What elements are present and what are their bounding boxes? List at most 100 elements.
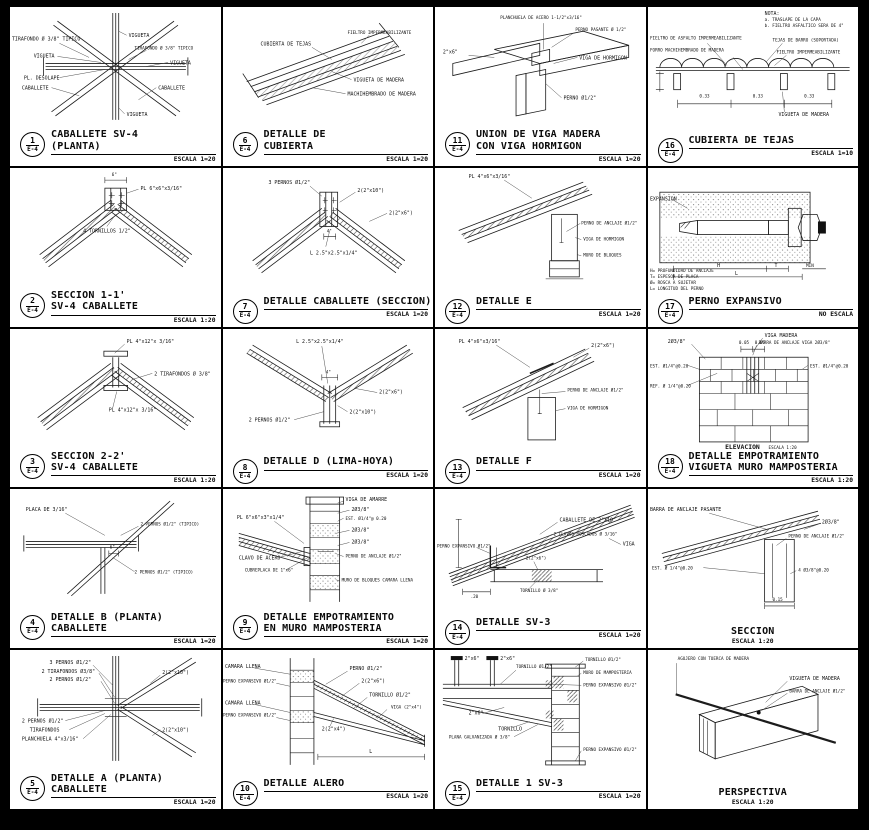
callout-label: PERNO DE ANCLAJE Ø1/2" (345, 553, 401, 560)
dim-label: L (369, 749, 372, 755)
callout-label: TIRAFONDO Ø 3/8" TIPICO (135, 44, 194, 51)
bottom-margin-strip (0, 830, 869, 837)
callout-label: CUBREPLACA DE 1"x6" (244, 568, 292, 574)
detail-scale: NO ESCALA (818, 310, 853, 318)
detail-cell-union-viga: PLANCHUELA DE ACERO 1-1/2"x3/16" PERNO P… (434, 6, 647, 167)
callout-label: L 2.5"x2.5"x1/4" (296, 339, 344, 345)
drawing-detalle-a-planta: 3 PERNOS Ø1/2" 2 TIRAFONDOS Ø3/8" 2 PERN… (22, 656, 203, 762)
detail-cell-detalle-1-sv3: 2"x6" 2"x6" TORNILLO Ø1/2" TORNILLO Ø1/2… (434, 649, 647, 810)
legend-line: L= LONGITUD DEL PERNO (649, 286, 703, 291)
title-rule (476, 469, 641, 471)
detail-title: PERNO EXPANSIVO (688, 295, 782, 307)
dim-label: T (774, 263, 777, 269)
callout-label: TORNILLO Ø1/2" (585, 656, 621, 663)
sub-caption-scale: ESCALA 1:20 (768, 445, 796, 451)
dim-label: 4" (325, 369, 330, 375)
drawing-detalle-e: PL 4"x6"x3/16" PERNO DE ANCLAJE Ø1/2" VI… (458, 174, 637, 279)
dim-label: H (717, 263, 720, 269)
callout-label: PERNO Ø1/2" (563, 95, 596, 102)
callout-label: 2 PERNOS Ø1/2" (50, 676, 92, 683)
detail-title: DETALLE EMPOTRAMIENTO (688, 451, 820, 463)
callout-label: EST. Ø 1/4"@0.20 (651, 565, 692, 572)
detail-cell-perspectiva: AGUJERO CON TUERCA DE MADERA VIGUETA DE … (646, 649, 859, 810)
callout-label: MURO DE MAMPOSTERIA (583, 670, 632, 676)
callout-label: FIELTRO IMPERMEABILIZANTE (776, 49, 840, 55)
callout-label: VIGA DE AMARRE (345, 497, 387, 503)
detail-title-2: EN MURO MAMPOSTERIA (263, 623, 382, 634)
dim-label: L (734, 271, 737, 277)
detail-cell-detalle-alero: CAMARA LLENA PERNO EXPANSIVO Ø1/2" CAMAR… (221, 649, 434, 810)
callout-label: 2(2"x6") (389, 210, 413, 216)
callout-label: PLANA GALVANIZADA Ø 3/8" (449, 734, 510, 741)
title-rule (263, 469, 428, 471)
callout-label: TEJAS DE BARRO (SOPORTADA) (772, 37, 838, 43)
callout-label: CUBIERTA DE TEJAS (260, 41, 311, 47)
dim-label: MIN (806, 263, 814, 269)
callout-label: PERNO EXPANSIVO Ø1/2" (583, 681, 637, 688)
detail-cell-caballete-sv4-planta: TIRAFONDO Ø 3/8" TIPICO VIGUETA PL. DESO… (9, 6, 222, 167)
legend-line: H= PROFUNDIDAD DE ANCLAJE (649, 268, 713, 274)
callout-label: 2(2"x10") (162, 728, 189, 734)
callout-label: MACHIHEMBRADO DE MADERA (347, 92, 415, 98)
callout-label: PERNO EXPANSIVO Ø1/2" (583, 746, 637, 753)
title-rule (476, 308, 641, 310)
drawing-detalle-1-sv3: 2"x6" 2"x6" TORNILLO Ø1/2" TORNILLO Ø1/2… (442, 656, 637, 766)
detail-scale: ESCALA 1=20 (386, 793, 428, 801)
callout-label: 2"x6" (469, 711, 484, 717)
dim-label: 0.05 (754, 340, 765, 346)
detail-scale: ESCALA 1=10 (811, 149, 853, 157)
title-rule (263, 308, 428, 310)
callout-label: VIGUETA (129, 33, 150, 39)
callout-label: BARRA DE ANCLAJE VIGA 2Ø3/8" (758, 339, 829, 346)
callout-label: NOTA: (764, 11, 779, 17)
callout-label: PERNO DE ANCLAJE Ø1/2" (788, 533, 844, 540)
callout-label: PERNO EXPANSIVO Ø1/2" (437, 543, 491, 550)
legend-line: Ø= ROSCA A SUJETAR (649, 279, 695, 286)
drawing-detalle-alero: CAMARA LLENA PERNO EXPANSIVO Ø1/2" CAMAR… (223, 658, 425, 766)
detail-cell-detalle-sv3: CABALLETE DE 2"X10" 2 CLAVOS ROSCADOS Ø … (434, 488, 647, 650)
dim-label: .20 (471, 594, 479, 600)
callout-label: L 2.5"x2.5"x1/4" (309, 250, 357, 256)
callout-label: FIELTRO IMPERMEABILIZANTE (347, 30, 411, 36)
title-rule (51, 475, 216, 477)
detail-title: DETALLE 1 SV-3 (476, 778, 564, 789)
title-rule (51, 797, 216, 798)
callout-label: PL 4"x12"x 3/16" (127, 339, 175, 345)
callout-label: 2 TIRAFONDOS Ø 3/8" (154, 370, 210, 377)
detail-cell-lima-hoya: L 2.5"x2.5"x1/4" 2(2"x6") 2(2"x10") 2 PE… (221, 327, 434, 489)
callout-label: VIGUETA (127, 112, 148, 118)
dim-label: 0.15 (772, 597, 783, 603)
callout-label: 2(2"x6") (379, 389, 403, 395)
drawing-cubierta-de-tejas: NOTA: a. TRASLAPE DE LA CAPA b. FIELTRO … (649, 11, 850, 118)
callout-label: 2(2"x10") (162, 670, 189, 676)
callout-label: 2Ø3/8" (351, 507, 369, 514)
callout-label: 2 TIRAFONDOS Ø3/8" (42, 668, 95, 675)
callout-label: EST. Ø1/4"@0.20 (810, 362, 849, 369)
detail-scale: ESCALA 1=20 (386, 155, 428, 163)
callout-label: VIGA (2"x4") (391, 705, 422, 711)
callout-label: b. FIELTRO ASFALTICO SERA DE 4" (764, 23, 843, 29)
title-rule (263, 791, 428, 793)
callout-label: PL 6"x6"x3"x1/4" (236, 516, 284, 522)
callout-label: VIGA MADERA (764, 333, 797, 339)
detail-title: DETALLE E (476, 295, 532, 307)
callout-label: VIGUETA (170, 60, 191, 66)
detail-title: DETALLE CABALLETE (SECCION) (263, 295, 432, 307)
drawing-seccion-2-2-sv4: PL 4"x12"x 3/16" 2 TIRAFONDOS Ø 3/8" PL … (37, 339, 211, 430)
detail-scale: ESCALA 1=20 (386, 310, 428, 318)
callout-label: 2(2"x6") (526, 556, 546, 562)
detail-cell-empotramiento-vigueta: VIGA MADERA BARRA DE ANCLAJE VIGA 2Ø3/8"… (646, 327, 859, 489)
callout-label: 2(2"x10") (349, 409, 376, 415)
detail-title: SECCION 2-2' (51, 451, 126, 463)
detail-cell-detalle-b: PLACA DE 3/16" 2 PERNOS Ø1/2" (TIPICO) 2… (9, 488, 222, 650)
callout-label: CAMARA LLENA (224, 664, 260, 670)
callout-label: FIELTRO DE ASFALTO IMPERMEABILIZANTE (649, 35, 741, 41)
callout-label: TORNILLO Ø1/2" (516, 663, 552, 670)
detail-scale: ESCALA 1:20 (731, 638, 774, 646)
